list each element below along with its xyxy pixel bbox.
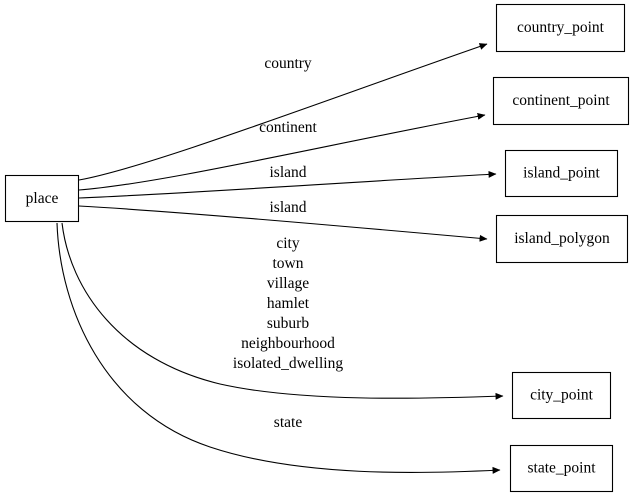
node-island_polygon[interactable]: island_polygon [495,214,629,264]
node-state_point[interactable]: state_point [509,444,614,493]
node-island_polygon-rect[interactable] [495,214,629,264]
edge-label-city-line-0: city [276,235,299,252]
edge-label-country: country [264,55,312,72]
node-place-rect[interactable] [4,174,80,223]
edge-label-continent: continent [259,119,317,136]
node-state_point-label: state_point [527,460,596,477]
edge-place-to-island_point[interactable] [78,170,497,199]
edge-label-city-line-3: hamlet [267,295,310,312]
node-continent_point-label: continent_point [512,92,610,109]
node-city_point-rect[interactable] [511,371,612,420]
node-place[interactable]: place [4,174,80,223]
node-city_point[interactable]: city_point [511,371,612,420]
edge-place-to-continent_point[interactable] [78,112,486,191]
edge-label-island-point: island [269,164,306,181]
edge-label-city-line-6: isolated_dwelling [233,355,343,372]
edge-place-to-country_point[interactable] [78,43,488,181]
node-state_point-rect[interactable] [509,444,614,493]
node-island_point[interactable]: island_point [504,149,619,198]
edge-place-to-state_point[interactable] [56,222,501,474]
node-island_polygon-label: island_polygon [514,230,610,247]
edge-label-city-multiline: city town village hamlet suburb neighbou… [233,235,343,372]
node-island_point-label: island_point [523,165,600,182]
edges-layer [56,43,504,474]
edge-place-to-city_point[interactable] [61,222,504,400]
edge-label-city-line-5: neighbourhood [241,335,335,352]
edge-label-city-line-2: village [267,275,309,292]
edge-label-state: state [274,414,303,431]
nodes-layer: place country_point continent_point isla… [4,3,630,493]
edge-label-island-polygon: island [269,199,306,216]
edge-label-city-line-4: suburb [267,315,309,332]
node-continent_point-rect[interactable] [492,76,630,126]
node-island_point-rect[interactable] [504,149,619,198]
edge-labels-layer: country continent island island city tow… [233,55,343,431]
node-country_point-rect[interactable] [495,3,626,53]
edge-place-to-island_polygon[interactable] [78,205,488,242]
node-country_point[interactable]: country_point [495,3,626,53]
node-continent_point[interactable]: continent_point [492,76,630,126]
node-place-label: place [26,190,59,207]
node-country_point-label: country_point [517,19,605,36]
edge-label-city-line-1: town [273,255,304,272]
node-city_point-label: city_point [530,387,594,404]
